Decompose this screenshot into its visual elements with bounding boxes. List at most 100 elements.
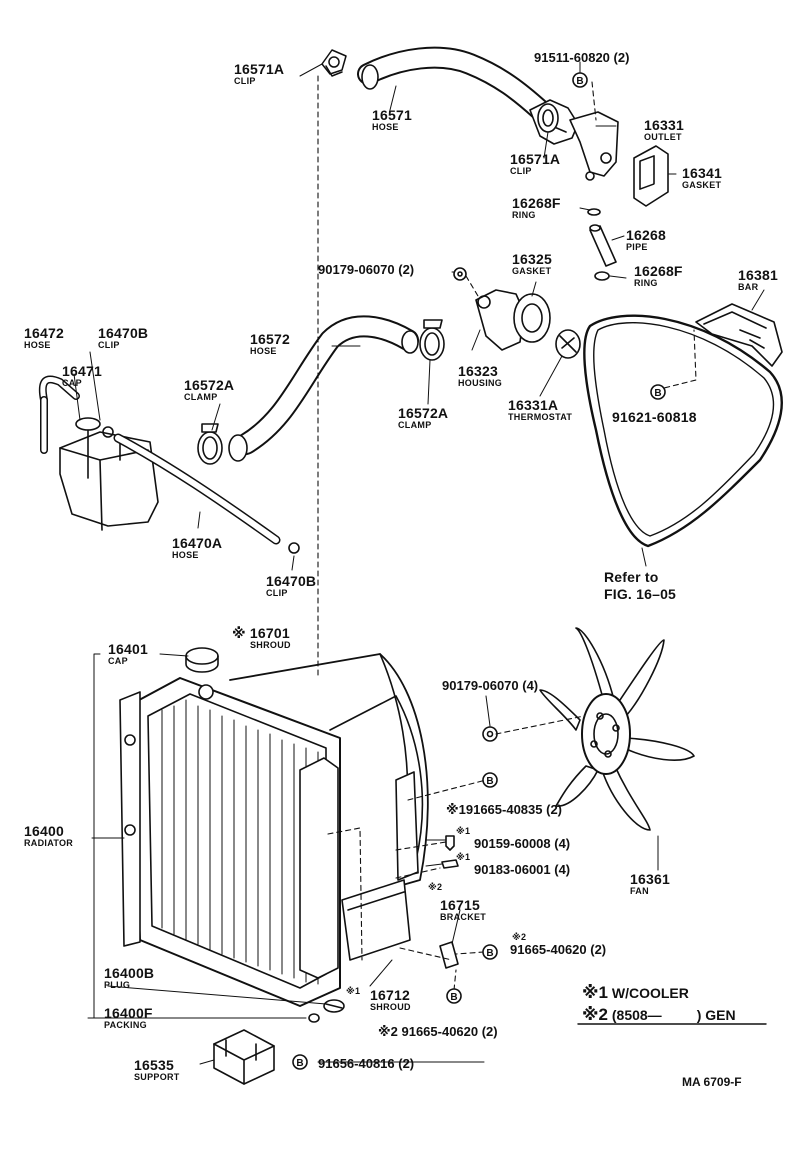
label-16400B: 16400B PLUG — [104, 966, 154, 990]
label-16401: 16401 CAP — [108, 642, 148, 666]
part-number: 90183-06001 (4) — [474, 862, 571, 877]
part-number: 90159-60008 (4) — [474, 836, 571, 851]
part-name: PACKING — [104, 1020, 147, 1030]
b-symbol-6: B — [296, 1058, 303, 1069]
legend-text-1: W/COOLER — [611, 985, 689, 1001]
part-name: RADIATOR — [24, 838, 74, 848]
part-number: 16471 — [62, 363, 102, 379]
mark: ※1 — [456, 852, 471, 862]
part-name: HOSE — [24, 340, 51, 350]
mark: ※1 — [456, 826, 471, 836]
part-number: 16381 — [738, 267, 778, 283]
label-91665-40835: ※191665-40835 (2) — [446, 802, 562, 818]
reservoir-hose-16472 — [38, 375, 80, 454]
reservoir-tank — [59, 431, 159, 531]
reservoir-cap-16471 — [75, 417, 101, 479]
mark: ※2 — [512, 932, 527, 942]
part-number: 16571A — [234, 61, 285, 77]
label-91665-40620-a: ※2 91665-40620 (2) — [510, 932, 607, 958]
part-number: ※2 91665-40620 (2) — [378, 1024, 498, 1039]
shroud-16712 — [341, 879, 411, 961]
refer-line-2: FIG. 16–05 — [604, 586, 677, 602]
label-16331: 16331 OUTLET — [644, 118, 684, 142]
label-16470A: 16470A HOSE — [172, 536, 222, 560]
part-name: CLAMP — [184, 392, 218, 402]
label-mark2-a: ※2 — [428, 882, 442, 892]
part-number: 16341 — [682, 165, 722, 181]
part-number: 16400 — [24, 823, 64, 839]
nut-90179-a — [453, 267, 467, 281]
label-90179-06070-a: 90179-06070 (2) — [318, 262, 414, 278]
part-number: 16715 — [440, 897, 480, 913]
part-number: 91511-60820 (2) — [534, 50, 630, 65]
part-name: RING — [634, 278, 658, 288]
part-name: CLIP — [510, 166, 532, 176]
label-16715: 16715 BRACKET — [440, 898, 486, 922]
label-91665-40620-b: ※2 91665-40620 (2) — [378, 1024, 498, 1040]
part-name: CLAMP — [398, 420, 432, 430]
label-16323: 16323 HOUSING — [458, 364, 502, 388]
part-number: 16472 — [24, 325, 64, 341]
clamp-16572A-b — [419, 319, 445, 361]
label-16268F-b: 16268F RING — [634, 264, 683, 288]
part-number: 16572A — [398, 405, 449, 421]
leader-lines — [73, 61, 765, 1065]
label-16268: 16268 PIPE — [626, 228, 666, 252]
label-16361: 16361 FAN — [630, 872, 670, 896]
part-name: CAP — [62, 378, 82, 388]
radiator-16400 — [119, 677, 341, 1007]
part-number: 16572 — [250, 331, 290, 347]
b-symbol-1: B — [576, 76, 583, 87]
gasket-16341 — [633, 145, 669, 207]
part-name: FAN — [630, 886, 649, 896]
part-number: 16361 — [630, 871, 670, 887]
clip-16571A-top — [321, 49, 347, 77]
part-name: HOUSING — [458, 378, 503, 388]
label-90179-06070-b: 90179-06070 (4) — [442, 678, 538, 694]
part-name: SUPPORT — [134, 1072, 180, 1082]
part-number: 16268F — [634, 263, 683, 279]
label-16571: 16571 HOSE — [372, 108, 412, 132]
part-name: CAP — [108, 656, 128, 666]
part-number: 16535 — [134, 1057, 174, 1073]
label-16535: 16535 SUPPORT — [134, 1058, 180, 1082]
legend-line-2: ※2 (8508— ) GEN — [582, 1006, 736, 1023]
label-91621-60818: 91621-60818 — [612, 410, 697, 424]
part-number: 16268 — [626, 227, 666, 243]
part-name: CLIP — [234, 76, 256, 86]
gasket-16325 — [513, 293, 551, 343]
dashed-reference-lines — [317, 75, 697, 991]
b-symbol-3: B — [486, 776, 493, 787]
label-16712: ※1 — [346, 986, 360, 996]
b-symbol-5: B — [450, 992, 457, 1003]
part-number: 16400B — [104, 965, 155, 981]
label-16331A: 16331A THERMOSTAT — [508, 398, 572, 422]
fan-16361 — [539, 627, 695, 831]
upper-hose-16571 — [357, 46, 551, 121]
part-name: THERMOSTAT — [508, 412, 573, 422]
part-name: SHROUD — [250, 640, 291, 650]
label-refer-fig: Refer to FIG. 16–05 — [604, 570, 676, 601]
part-number: 91665-40620 (2) — [510, 942, 607, 957]
part-name: PLUG — [104, 980, 131, 990]
label-16571A-top: 16571A CLIP — [234, 62, 284, 86]
ring-16268F-a — [587, 208, 601, 216]
label-16268F-a: 16268F RING — [512, 196, 561, 220]
legend-mark-2: ※2 — [582, 1005, 608, 1024]
part-name: BRACKET — [440, 912, 487, 922]
label-16572A-b: 16572A CLAMP — [398, 406, 448, 430]
lower-hose-16572 — [228, 315, 419, 462]
label-16470B-b: 16470B CLIP — [266, 574, 316, 598]
clip-16470B-a — [102, 426, 114, 438]
part-number: 16401 — [108, 641, 148, 657]
part-number: ※191665-40835 (2) — [446, 802, 562, 817]
part-name: RING — [512, 210, 536, 220]
label-16572A-a: 16572A CLAMP — [184, 378, 234, 402]
part-name: OUTLET — [644, 132, 682, 142]
part-number: 90179-06070 (4) — [442, 678, 539, 693]
thermostat-16331A — [555, 329, 581, 359]
overflow-hose-16470A — [113, 433, 281, 545]
bolt-90159 — [445, 835, 455, 851]
part-number: 16325 — [512, 251, 552, 267]
v-belt — [583, 314, 783, 548]
